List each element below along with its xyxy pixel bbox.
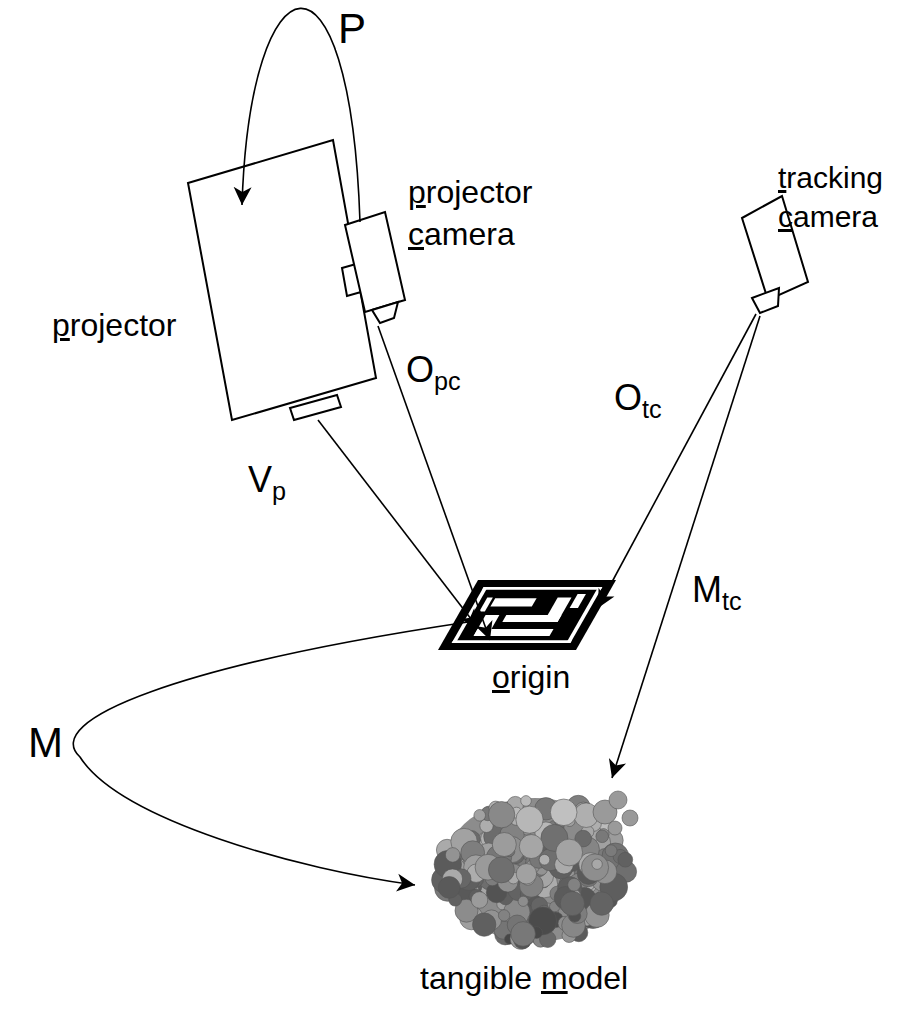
transform-label: P: [336, 8, 368, 50]
transform-arrow: [378, 326, 490, 640]
transform-arrow: [612, 316, 760, 778]
transform-label: Vp: [246, 462, 288, 498]
transform-arrow: [73, 622, 468, 885]
component-node: origin: [438, 575, 618, 653]
transform-arrow: [598, 314, 756, 608]
origin-marker: [438, 580, 616, 650]
projector-body: [188, 140, 376, 420]
transform-arrow: [318, 420, 478, 628]
transform-label: Opc: [404, 352, 463, 388]
component-label: projector: [52, 305, 212, 347]
molecule-model: [432, 791, 638, 949]
component-node: tracking camera: [740, 190, 815, 315]
component-label: projector camera: [408, 172, 558, 255]
component-node: projector: [188, 140, 378, 420]
component-node: tangible model: [420, 775, 660, 950]
transform-label: Otc: [612, 380, 664, 416]
transform-label: M: [26, 722, 65, 764]
projector-camera-body: [345, 212, 405, 323]
transform-label: Mtc: [690, 572, 744, 608]
component-label: tracking camera: [778, 158, 904, 236]
component-label: tangible model: [420, 958, 680, 1000]
component-node: projector camera: [340, 195, 410, 325]
component-label: origin: [492, 657, 652, 699]
